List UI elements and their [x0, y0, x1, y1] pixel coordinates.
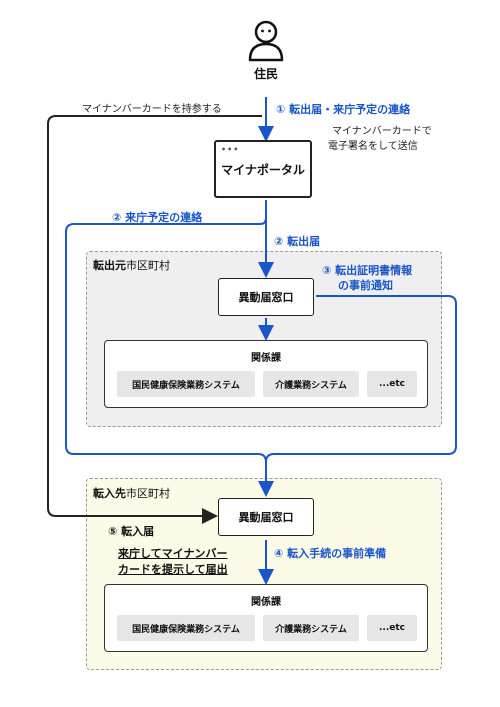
mynaportal-window-dots: ••• [221, 145, 240, 154]
destination-registration-window: 異動届窓口 [218, 498, 314, 536]
destination-system-care: 介護業務システム [263, 615, 359, 641]
mynaportal-box: ••• マイナポータル [214, 140, 312, 198]
origin-label-rest: 市区町村 [126, 259, 170, 272]
destination-window-label: 異動届窓口 [238, 511, 294, 524]
flow-step3-loop [265, 295, 457, 463]
origin-system-care: 介護業務システム [263, 371, 359, 397]
carry-card-note: マイナンバーカードを持参する [82, 104, 222, 115]
resident-icon [244, 18, 288, 62]
sign-note-line2: 電子署名をして送信 [328, 141, 418, 152]
origin-region-label: 転出元市区町村 [93, 257, 170, 273]
destination-system-etc: ...etc [367, 615, 417, 641]
step2-moveout-label: ② 転出届 [274, 235, 321, 248]
origin-window-label: 異動届窓口 [238, 291, 294, 304]
step3-label-line2: の事前通知 [338, 279, 393, 292]
step5-note-line2: カードを提示して届出 [118, 563, 228, 576]
origin-registration-window: 異動届窓口 [218, 278, 314, 316]
origin-system-nhi: 国民健康保険業務システム [117, 371, 255, 397]
resident-label: 住民 [253, 67, 278, 81]
step1-label: ① 転出届・来庁予定の連絡 [276, 103, 411, 116]
flow-step5-route [47, 115, 262, 524]
origin-label-bold: 転出元 [93, 259, 126, 272]
step5-note-line1: 来庁してマイナンバー [118, 547, 228, 560]
sign-note-line1: マイナンバーカードで [332, 126, 432, 137]
destination-label-rest: 市区町村 [126, 487, 170, 500]
step2-contact-label: ② 来庁予定の連絡 [112, 211, 203, 224]
step3-label-line1: ③ 転出証明書情報 [322, 264, 413, 277]
origin-related-departments: 関係課 国民健康保険業務システム 介護業務システム ...etc [104, 340, 428, 408]
mynaportal-label: マイナポータル [221, 162, 305, 177]
destination-panel-title: 関係課 [251, 597, 281, 608]
destination-label-bold: 転入先 [93, 487, 126, 500]
step5-label: ⑤ 転入届 [108, 525, 155, 538]
origin-system-etc: ...etc [367, 371, 417, 397]
step4-label: ④ 転入手続の事前準備 [274, 547, 387, 560]
destination-system-nhi: 国民健康保険業務システム [117, 615, 255, 641]
flow-step2-loop [65, 206, 274, 497]
destination-related-departments: 関係課 国民健康保険業務システム 介護業務システム ...etc [104, 584, 428, 652]
destination-region-label: 転入先市区町村 [93, 485, 170, 501]
origin-panel-title: 関係課 [251, 353, 281, 364]
